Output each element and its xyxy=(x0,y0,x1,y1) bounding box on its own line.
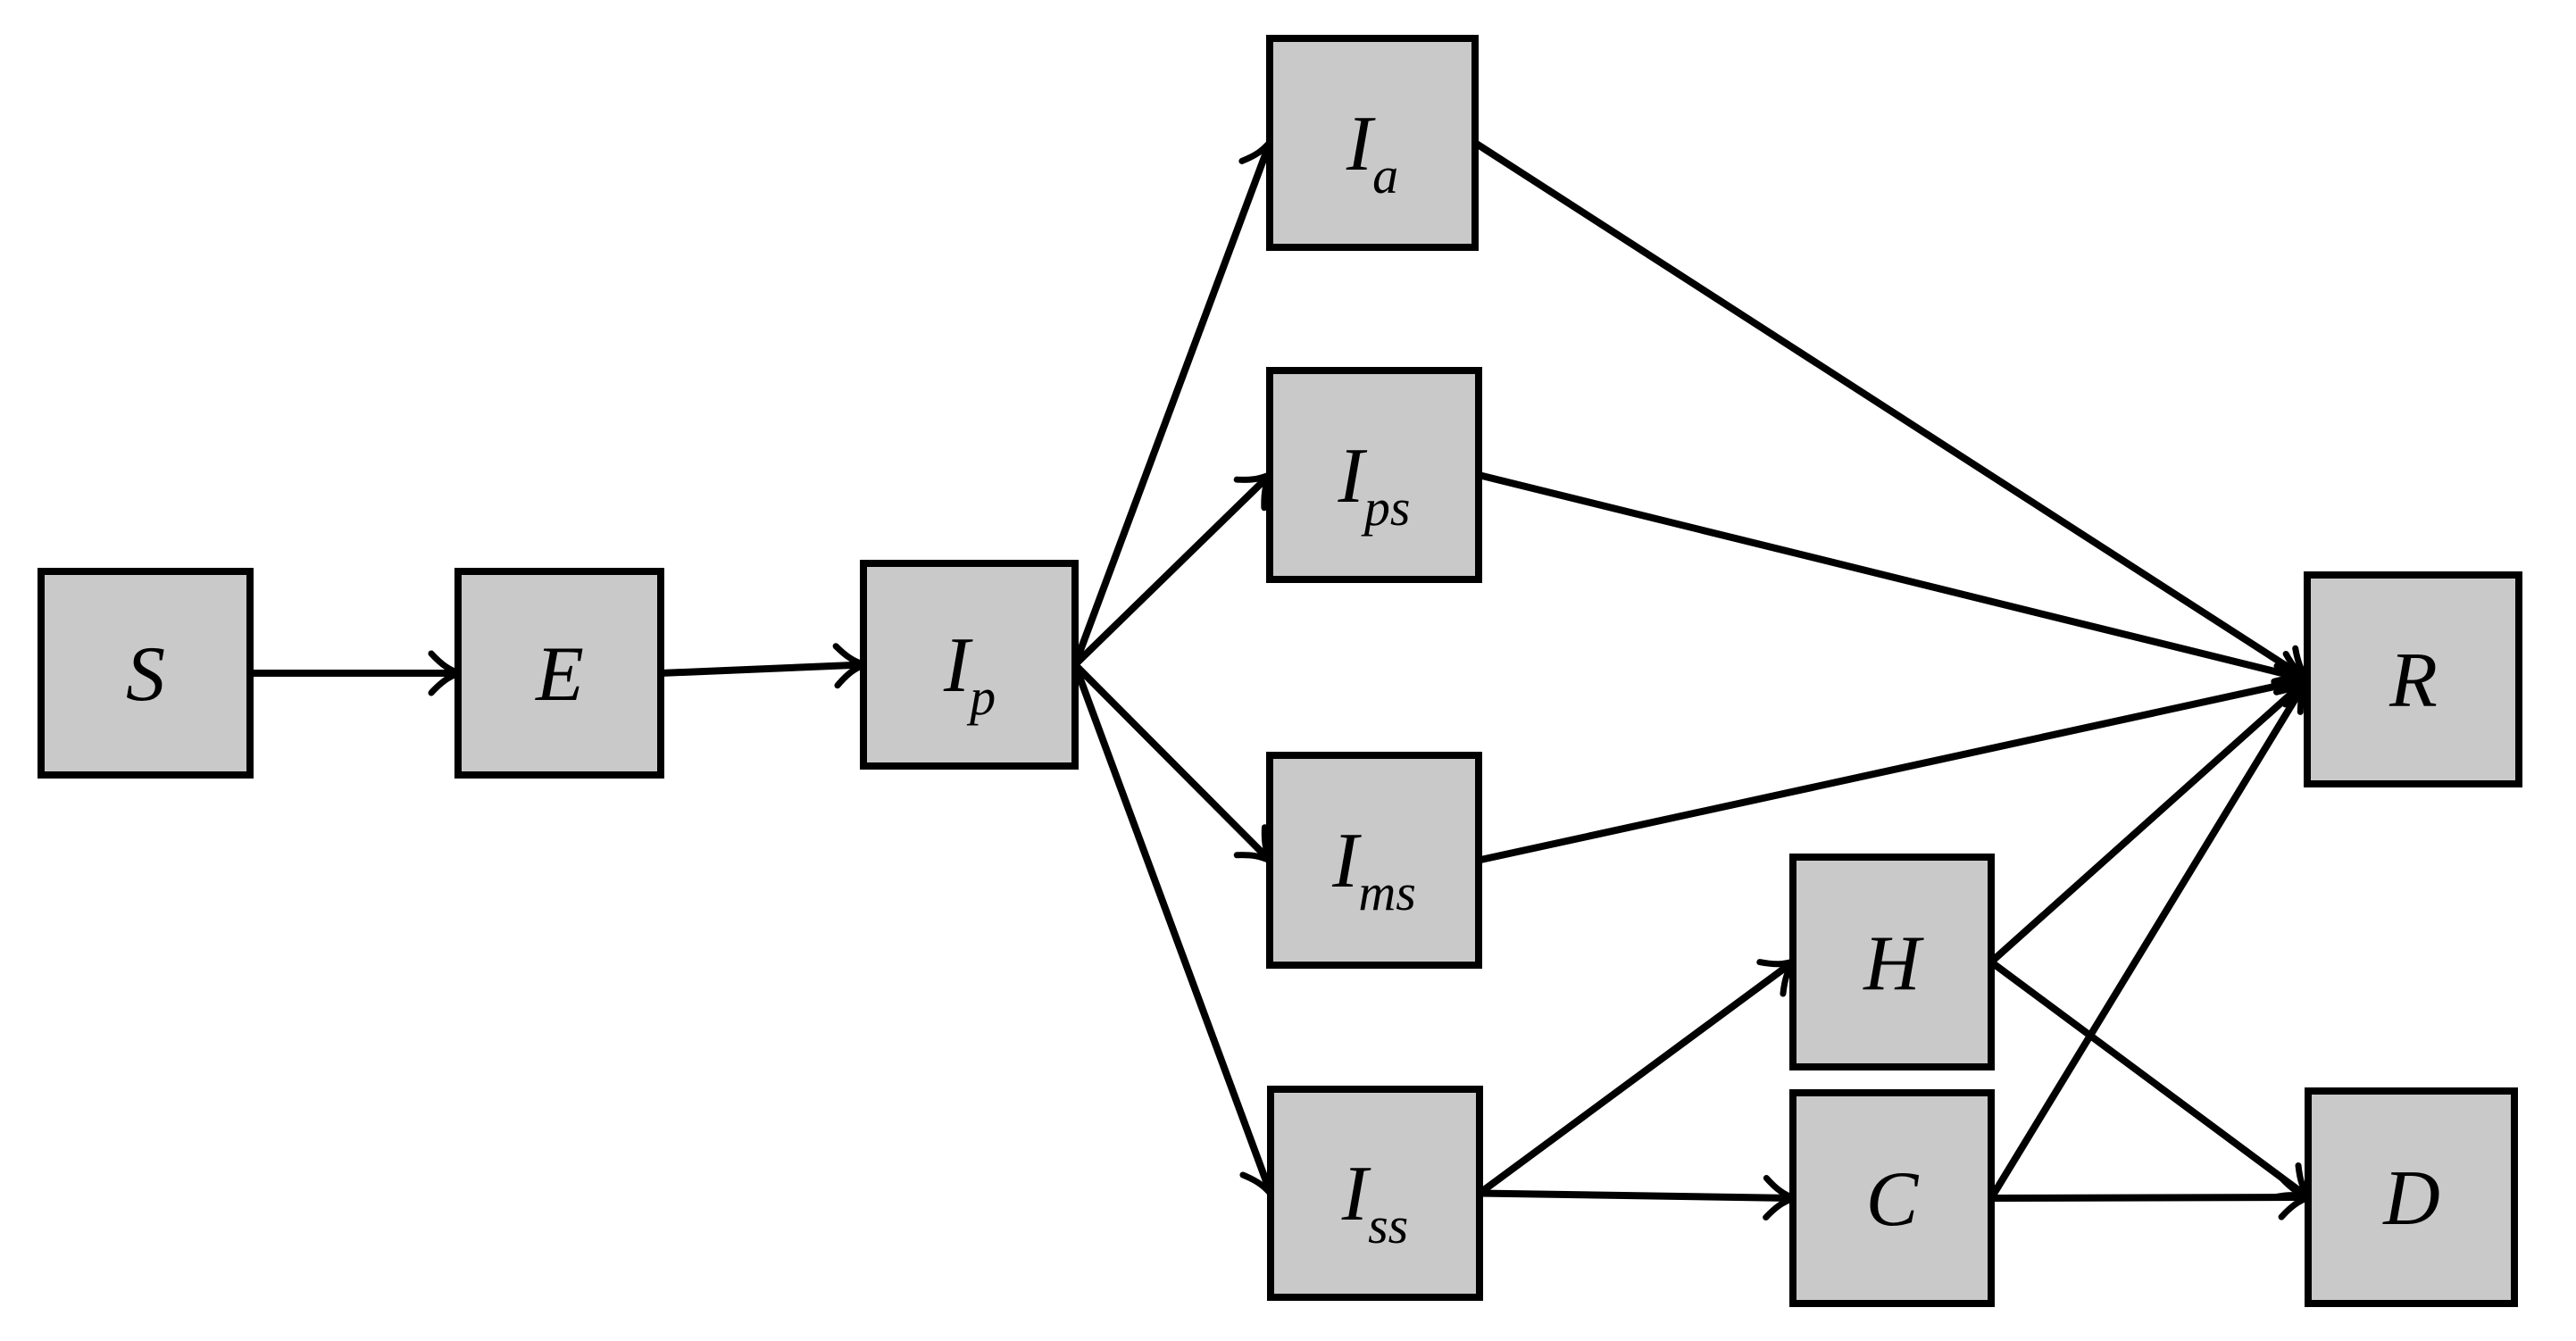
node-infectious-medium-symptoms: Ims xyxy=(1266,752,1482,969)
node-susceptible-label-main: S xyxy=(126,631,165,718)
node-exposed-box xyxy=(454,568,664,779)
node-infectious-medium-symptoms-label-main: I xyxy=(1331,818,1362,904)
node-infectious-asymptomatic-box xyxy=(1266,35,1479,251)
node-infectious-pauci-symptomatic: Ips xyxy=(1266,367,1482,583)
edge-C-D xyxy=(1990,1174,2319,1220)
node-deceased-label-main: D xyxy=(2382,1155,2440,1242)
node-infectious-medium-symptoms-label: Ims xyxy=(1331,818,1416,921)
edge-Iss-C xyxy=(1479,1175,1804,1221)
node-critical-care: C xyxy=(1789,1089,1995,1307)
node-recovered: R xyxy=(2304,571,2522,787)
edge-C-R xyxy=(1988,670,2313,1201)
node-exposed: E xyxy=(454,568,664,779)
node-susceptible-box xyxy=(38,568,254,779)
edge-Ia-R xyxy=(1472,139,2316,686)
node-recovered-box xyxy=(2304,571,2522,787)
edge-E-Ip xyxy=(660,643,874,689)
node-infectious-presymptomatic-label-main: I xyxy=(943,622,973,709)
node-infectious-medium-symptoms-label-sub: ms xyxy=(1358,863,1415,921)
node-infectious-asymptomatic: Ia xyxy=(1266,35,1479,251)
node-exposed-label-main: E xyxy=(534,631,584,718)
node-infectious-pauci-symptomatic-label-sub: ps xyxy=(1361,479,1411,537)
node-infectious-pauci-symptomatic-label: Ips xyxy=(1338,433,1411,537)
node-deceased-label: D xyxy=(2382,1155,2440,1242)
node-infectious-severe-symptoms-label-sub: ss xyxy=(1368,1196,1408,1254)
node-critical-care-label: C xyxy=(1866,1156,1920,1243)
node-infectious-presymptomatic-box xyxy=(860,560,1079,770)
edge-Ip-Ia xyxy=(1071,133,1282,666)
node-infectious-severe-symptoms-label: Iss xyxy=(1341,1151,1408,1254)
node-exposed-label: E xyxy=(534,631,584,718)
node-hospitalized-label: H xyxy=(1863,920,1924,1007)
edge-Ip-Iss xyxy=(1071,663,1283,1204)
node-infectious-pauci-symptomatic-label-main: I xyxy=(1338,433,1368,520)
node-infectious-presymptomatic-label: Ip xyxy=(943,622,996,726)
node-susceptible: S xyxy=(38,568,254,779)
edge-Ims-R xyxy=(1478,662,2317,864)
edge-Ip-Ips xyxy=(1072,468,1278,668)
edge-H-R xyxy=(1988,672,2315,965)
node-infectious-medium-symptoms-box xyxy=(1266,752,1482,969)
node-deceased: D xyxy=(2305,1087,2518,1307)
node-critical-care-box xyxy=(1789,1089,1995,1307)
edge-Ip-Ims xyxy=(1072,662,1277,868)
node-infectious-asymptomatic-label-sub: a xyxy=(1372,146,1398,204)
node-infectious-pauci-symptomatic-box xyxy=(1266,367,1482,583)
node-infectious-presymptomatic-label-sub: p xyxy=(966,668,996,726)
node-hospitalized: H xyxy=(1789,854,1995,1070)
node-hospitalized-box xyxy=(1789,854,1995,1070)
node-recovered-label: R xyxy=(2388,637,2438,724)
node-infectious-asymptomatic-label: Ia xyxy=(1346,101,1398,204)
node-deceased-box xyxy=(2305,1087,2518,1307)
edge-Ips-R xyxy=(1478,471,2317,695)
node-infectious-presymptomatic: Ip xyxy=(860,560,1079,770)
node-recovered-label-main: R xyxy=(2388,637,2438,724)
edge-layer xyxy=(250,133,2319,1221)
node-infectious-severe-symptoms-label-main: I xyxy=(1341,1151,1371,1237)
node-critical-care-label-main: C xyxy=(1866,1156,1920,1243)
node-infectious-severe-symptoms-box xyxy=(1267,1086,1483,1301)
node-susceptible-label: S xyxy=(126,631,165,718)
edge-Iss-H xyxy=(1477,955,1802,1196)
node-infectious-asymptomatic-label-main: I xyxy=(1346,101,1376,187)
edge-H-D xyxy=(1988,959,2317,1204)
node-infectious-severe-symptoms: Iss xyxy=(1267,1086,1483,1301)
node-layer: S E Ip Ia Ips Ims xyxy=(38,35,2522,1307)
node-hospitalized-label-main: H xyxy=(1863,920,1924,1007)
